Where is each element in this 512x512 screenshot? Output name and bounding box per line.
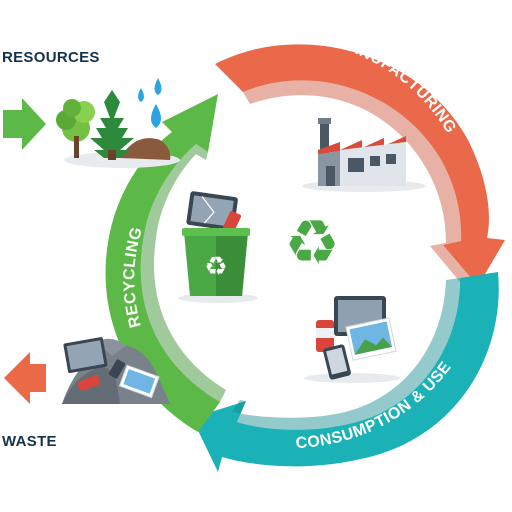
resources-label: RESOURCES bbox=[2, 49, 100, 66]
recycling-arrow: RECYCLING bbox=[105, 94, 226, 432]
arrow-right-icon bbox=[3, 98, 46, 150]
svg-text:♻: ♻ bbox=[284, 206, 340, 279]
factory-icon bbox=[302, 118, 426, 192]
recycle-symbol-icon: ♻ bbox=[284, 206, 340, 279]
waste-pile-icon bbox=[62, 337, 170, 404]
devices-icon bbox=[304, 296, 400, 383]
bin-recycle-symbol-icon: ♻ bbox=[204, 252, 227, 282]
recycling-bin-icon: ♻ bbox=[178, 191, 258, 303]
trees-water-icon bbox=[56, 78, 180, 168]
waste-label: WASTE bbox=[2, 433, 57, 450]
arrow-left-icon bbox=[4, 352, 46, 404]
